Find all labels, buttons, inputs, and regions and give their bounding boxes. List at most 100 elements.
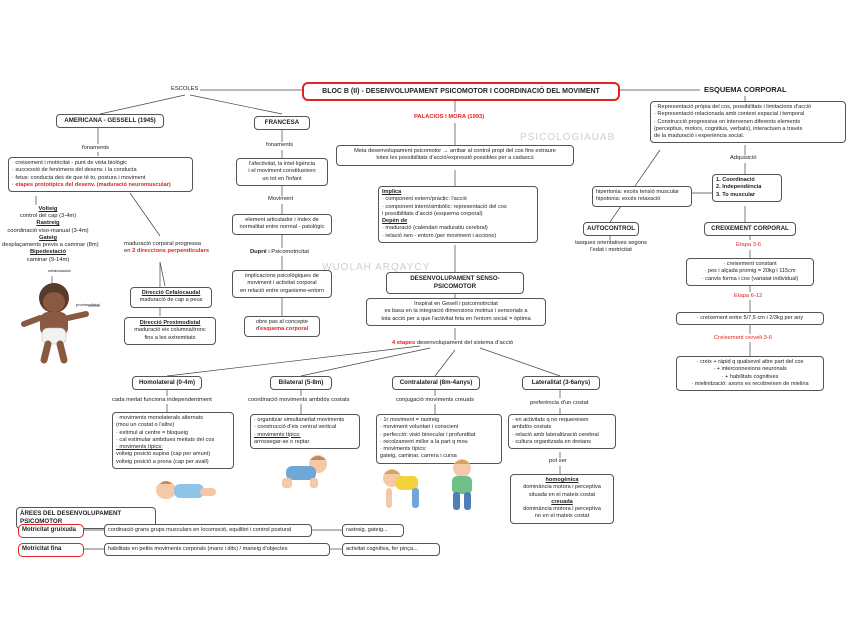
baby-illustration <box>21 276 100 364</box>
stage-contralateral-box: · 1r moviment = rastreig · moviment volu… <box>376 414 502 464</box>
type-title: homogènica <box>545 477 579 483</box>
stage-line: arrossegar-se o reptar <box>254 438 310 445</box>
to-muscular-box: hipertonia: excés tensió muscular hipoto… <box>592 186 692 207</box>
palacios-label: PALACIOS I MORA (1993) <box>414 114 485 120</box>
motricitat-fina-text: habilitats en petits moviments corporals… <box>104 543 330 557</box>
fita-text: desplaçaments previs a caminar (8m) <box>2 242 99 249</box>
adquisicio-item: 1. Coordinació <box>716 177 755 183</box>
baby-walking-illustration-2 <box>452 459 472 510</box>
diagram-title: BLOC B (II) - DESENVOLUPAMENT PSICOMOTOR… <box>302 82 620 102</box>
americana-line: · successió de fenòmens del desenv. i la… <box>12 167 137 174</box>
stage-line: · estímul al centre = bloqueig <box>116 429 188 436</box>
creixement-box1: · creixement constant · pes i alçada pro… <box>686 258 814 286</box>
adquisicio-label: Adquisició <box>730 155 757 161</box>
autocontrol-text: tasques orientatives segons l'edat i mot… <box>570 240 652 254</box>
stage-line: · 1r moviment = rastreig <box>380 417 440 423</box>
stage-sub: cada meitat funciona independentment <box>112 397 212 403</box>
adquisicio-item: 3. To muscular <box>716 191 756 198</box>
esquema-line: de la maduració i experiència social. <box>654 133 745 140</box>
stage-contralateral: Contralateral (8m-4anys) <box>392 376 480 391</box>
etapes-count: 4 etapes <box>392 340 416 346</box>
esquema-box: · Representació pròpia del cos, possibil… <box>650 101 846 144</box>
creixement-line: · pes i alçada promig = 20kg i 115cm <box>704 268 796 275</box>
stage-line: · moviments monolaterals alternats <box>116 415 204 421</box>
creixement-line: · creix + ràpid q qualsevol altre part d… <box>696 359 804 365</box>
francesa-box3: implicacions psicològiques de moviment i… <box>232 270 332 298</box>
etapes-label: 4 etapes desenvolupament del sistema d'a… <box>392 340 513 347</box>
esquema-line: · Representació relacionada amb context … <box>654 111 805 118</box>
type-text: situada en el mateix costat <box>528 491 596 498</box>
esquema-line: · Construcció progressiva on intervenen … <box>654 118 801 125</box>
stage-line: gateig, caminar, carrera i cursa <box>380 453 457 460</box>
stage-line: · relació amb lateralització cerebral <box>512 431 599 438</box>
palacios-box: Meta desenvolupament psicomotor → arriba… <box>336 145 574 166</box>
baby-label-cefalocaudal: cefalocaudal <box>48 268 71 273</box>
francesa-node: FRANCESA <box>254 116 310 131</box>
implica-line: i possibilitats d'acció (esquema corpora… <box>382 210 483 217</box>
francesa-line: element articulador i índex de <box>245 217 319 223</box>
creixement-line: · + habilitats cognitives <box>721 373 779 380</box>
maduracio-text: maduració corporal progressa <box>124 241 202 247</box>
proximodistal-title: Direcció Proximodistal <box>139 320 201 326</box>
watermark: PSICOLOGIAUAB <box>520 132 616 143</box>
depen-line: · maduració (calendari maduratiu cerebra… <box>382 225 488 232</box>
motricitat-gruixuda-example: rastreig, gateig... <box>342 524 404 538</box>
americana-box: · creixement i motricitat - punt de vist… <box>8 157 193 193</box>
pot-ser-label: pot ser <box>549 458 567 464</box>
esquema-heading: ESQUEMA CORPORAL <box>704 85 787 94</box>
escoles-label: ESCOLES <box>171 86 199 92</box>
stage-lateralitat: Lateralitat (3-6anys) <box>522 376 600 391</box>
francesa-box4: obre pas al concepte d'esquema corporal <box>244 316 320 337</box>
creixement-line: · creixement constant <box>723 261 777 267</box>
dupre-name: Dupré <box>250 249 267 255</box>
creixement-box2: · creixement entre 5/7,5 cm i 2/3kg per … <box>676 312 824 326</box>
creixement-line: · canvis forma i cos (variatat individua… <box>701 275 799 282</box>
depen-line: · relació nen - entorn (per moviment i a… <box>382 232 497 239</box>
francesa-line: obre pas al concepte <box>256 319 308 325</box>
americana-line: · etapes prototípics del desenv. (madura… <box>12 181 171 188</box>
implica-box: Implica · component extern/pràctic: l'ac… <box>378 186 538 243</box>
baby-label-proximodistal: proximodistal <box>76 302 100 307</box>
dupre-label: Dupré i Psicomotricitat <box>250 249 309 256</box>
francesa-box1: l'afectivitat, la intel·ligència i el mo… <box>236 158 328 186</box>
motricitat-gruixuda-text: cordinació grans grups musculars en loco… <box>104 524 312 538</box>
palacios-line: Meta desenvolupament psicomotor → arriba… <box>354 148 556 154</box>
etapa-6-12-label: Etapa 6-12 <box>734 293 763 299</box>
stage-line: · cultura organitzada en dretans <box>512 438 591 445</box>
etapes-rest: desenvolupament del sistema d'acció <box>415 340 513 346</box>
francesa-moviment-label: Moviment <box>268 196 294 202</box>
stage-homolateral: Homolateral (0-4m) <box>132 376 202 391</box>
cefalocaudal-title: Direcció Cefalocaudal <box>141 290 201 296</box>
autocontrol-line: tasques orientatives segons <box>575 240 647 246</box>
maduracio-label: maduració corporal progressa en 2 direcc… <box>124 241 209 255</box>
stage-sub: coordinació moviments ambdós costats <box>248 397 350 403</box>
creixement-node: CREIXEMENT CORPORAL <box>704 222 796 237</box>
dupre-rest: i Psicomotricitat <box>266 249 309 255</box>
stage-bilateral-box: · organitzar simultaneïtat moviments · c… <box>250 414 360 450</box>
cefalocaudal-box: Direcció Cefalocaudal maduració de cap a… <box>130 287 212 308</box>
type-text: no en el mateix costat <box>534 513 590 520</box>
to-line: hipotonia: excés relaxació <box>596 196 661 203</box>
americana-fonaments-label: fonaments <box>82 145 110 151</box>
stage-sub: conjugació moviments creuats <box>396 397 474 403</box>
stage-line: · moviments típics: <box>380 446 427 453</box>
stage-line: · moviments típics: <box>254 431 301 438</box>
motricitat-fina-tag: Motricitat fina <box>18 543 84 557</box>
fita-title: Rastreig <box>36 220 60 227</box>
stage-bilateral: Bilateral (5-8m) <box>270 376 332 391</box>
baby-rolling-illustration <box>156 481 216 499</box>
stage-homolateral-box: · moviments monolaterals alternats (mou … <box>112 412 234 469</box>
fita-text: coordinació viso-manual (3-4m) <box>7 227 89 234</box>
senso-line: tota acció per a que l'activitat feta en… <box>381 315 531 322</box>
francesa-esquema: esquema corporal <box>260 326 309 333</box>
americana-line: · creixement i motricitat - punt de vist… <box>12 160 128 166</box>
direccions-prefix: en <box>124 248 133 255</box>
stage-line: volteig posició a prona (cap per avall) <box>116 458 209 465</box>
baby-crawling-illustration <box>282 455 327 488</box>
stage-line: · moviments típics: <box>116 444 163 451</box>
palacios-line: totes les possibilitats d'acció/expressi… <box>376 155 534 162</box>
esquema-line: · Representació pròpia del cos, possibil… <box>654 104 812 110</box>
creixement-cervell-label: Creixement cerveli 3-6 <box>714 335 772 341</box>
senso-line: es basa en la integració dimensions motr… <box>384 308 528 315</box>
francesa-line: i el moviment constitueixen <box>248 168 316 175</box>
